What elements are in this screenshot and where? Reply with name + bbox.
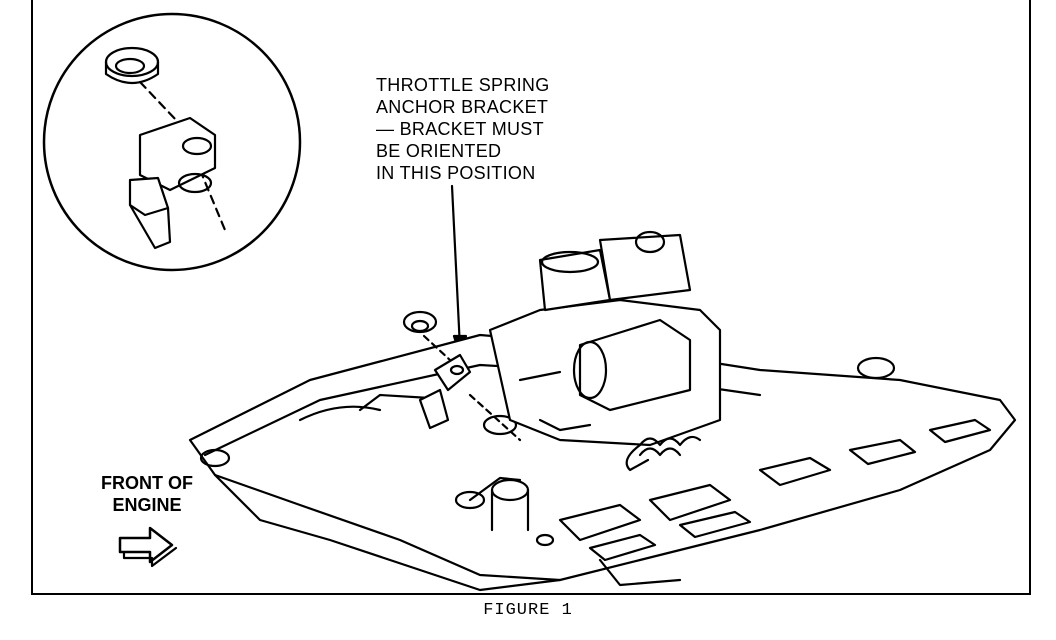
bracket-callout-label: THROTTLE SPRING ANCHOR BRACKET — BRACKET… xyxy=(376,74,550,184)
front-label-line: FRONT OF xyxy=(101,473,193,493)
front-arrow-icon xyxy=(118,526,178,568)
callout-line: — BRACKET MUST xyxy=(376,119,544,139)
figure-frame xyxy=(31,0,1031,595)
callout-arrow xyxy=(450,184,468,358)
callout-line: ANCHOR BRACKET xyxy=(376,97,549,117)
front-of-engine-label: FRONT OF ENGINE xyxy=(82,472,212,516)
exploded-bracket xyxy=(402,310,522,442)
callout-line: THROTTLE SPRING xyxy=(376,75,550,95)
throttle-spring xyxy=(625,435,702,472)
throttle-body xyxy=(488,230,722,447)
callout-line: IN THIS POSITION xyxy=(376,163,536,183)
callout-line: BE ORIENTED xyxy=(376,141,502,161)
bracket-detail-inset xyxy=(42,12,302,272)
front-label-line: ENGINE xyxy=(112,495,182,515)
figure-caption: FIGURE 1 xyxy=(483,601,573,620)
